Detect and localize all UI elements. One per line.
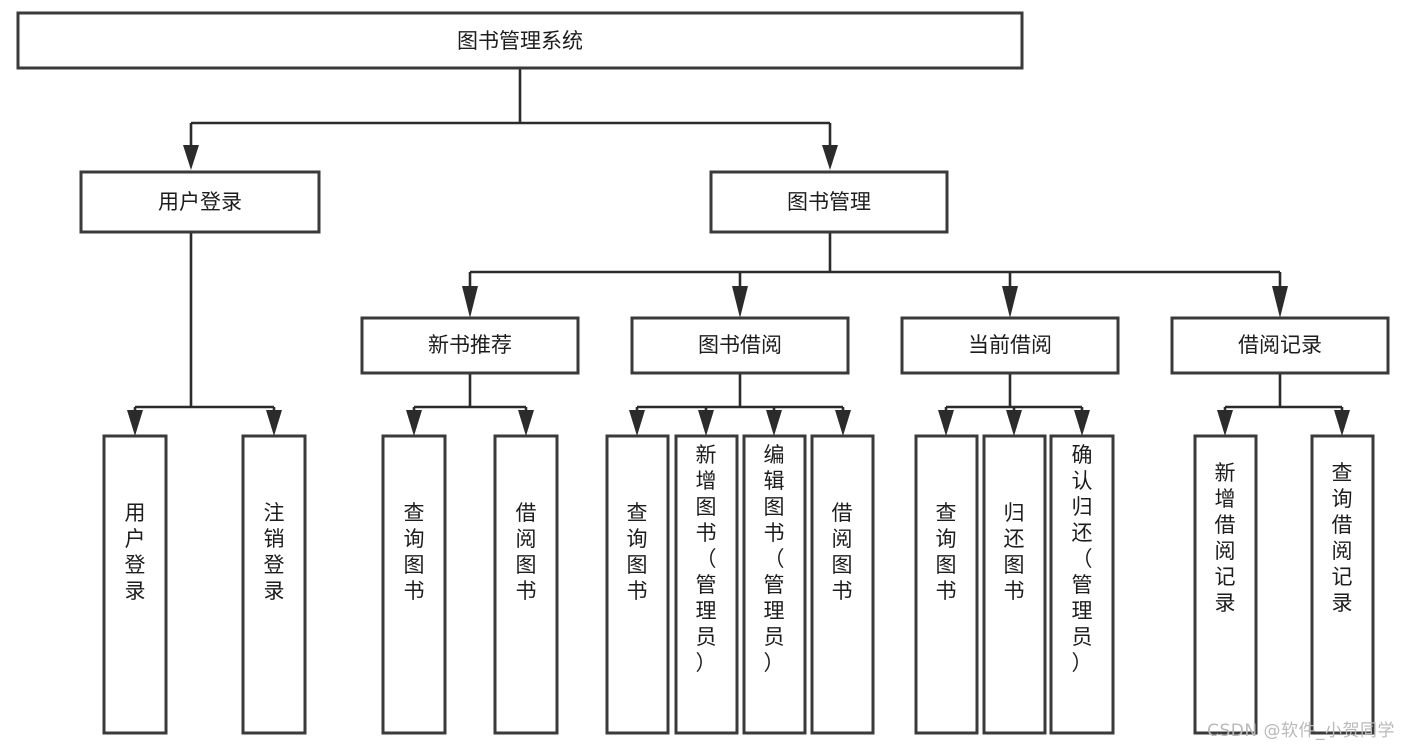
node-leaf-borrow-book-2-box[interactable] [810,434,875,735]
node-leaf-edit-book[interactable]: 编辑图书（管理员） [742,434,807,735]
node-leaf-query-book-3-box[interactable] [914,434,979,735]
node-leaf-query-book-1-label: 查询图书 [404,501,425,603]
connector-group-book-management [462,232,1288,318]
node-leaf-query-record-label: 查询借阅记录 [1332,461,1353,615]
arrow-head-borrow-record [1272,286,1288,318]
node-root-box[interactable] [16,11,1024,70]
node-borrow-record-label: 借阅记录 [1238,333,1322,357]
arrow-head-leaf-borrow-book-2 [835,410,851,436]
node-leaf-query-book-3[interactable]: 查询图书 [914,434,979,735]
connector-group-new-book-recommend [406,373,534,436]
node-leaf-borrow-book-1-label: 借阅图书 [516,501,537,603]
node-leaf-borrow-book-1-box[interactable] [493,434,559,735]
connector-group-root [183,68,838,170]
node-leaf-borrow-book-1[interactable]: 借阅图书 [493,434,559,735]
node-leaf-add-record-label: 新增借阅记录 [1215,461,1236,615]
arrow-head-book-borrow [732,286,748,318]
node-user-login-label: 用户登录 [158,190,242,214]
node-leaf-edit-book-box[interactable] [742,434,807,735]
arrow-head-leaf-query-book-1 [406,410,422,436]
arrow-head-current-borrow [1002,286,1018,318]
node-leaf-borrow-book-2[interactable]: 借阅图书 [810,434,875,735]
node-leaf-user-login-box[interactable] [102,434,168,735]
node-new-book-recommend-label: 新书推荐 [428,333,512,357]
node-leaf-confirm-return[interactable]: 确认归还（管理员） [1049,434,1115,735]
node-book-management[interactable]: 图书管理 [709,170,949,234]
node-leaf-user-login[interactable]: 用户登录 [102,434,168,735]
connector-group-borrow-record [1217,373,1350,436]
arrow-head-leaf-query-record [1334,410,1350,436]
node-leaf-borrow-book-2-label: 借阅图书 [832,501,853,603]
node-leaf-add-record-box[interactable] [1193,434,1258,735]
node-new-book-recommend[interactable]: 新书推荐 [360,316,580,375]
node-leaf-query-book-3-label: 查询图书 [936,501,957,603]
node-current-borrow-box[interactable] [900,316,1120,375]
node-leaf-add-book-label: 新增图书（管理员） [696,443,717,675]
connector-group-current-borrow [938,373,1090,436]
node-book-borrow-label: 图书借阅 [698,333,782,357]
node-leaf-return-book-label: 归还图书 [1004,501,1025,603]
node-leaf-query-book-1[interactable]: 查询图书 [381,434,447,735]
node-borrow-record[interactable]: 借阅记录 [1170,316,1390,375]
node-new-book-recommend-box[interactable] [360,316,580,375]
arrow-head-book-management [822,145,838,170]
node-leaf-logout-login[interactable]: 注销登录 [241,434,307,735]
csdn-watermark: CSDN @软件_小贺同学 [1207,721,1395,741]
arrow-head-user-login [183,145,199,170]
node-leaf-add-book-box[interactable] [674,434,739,735]
node-user-login-box[interactable] [79,170,321,234]
connector-group-user-login [127,232,282,436]
node-leaf-query-book-2-label: 查询图书 [627,501,648,603]
node-leaf-add-book[interactable]: 新增图书（管理员） [674,434,739,735]
node-leaf-add-record[interactable]: 新增借阅记录 [1193,434,1258,735]
node-leaf-logout-login-box[interactable] [241,434,307,735]
node-root[interactable]: 图书管理系统 [16,11,1024,70]
arrow-head-leaf-logout-login [266,410,282,436]
node-root-label: 图书管理系统 [457,29,583,53]
arrow-head-leaf-add-record [1217,410,1233,436]
arrow-head-leaf-query-book-2 [629,410,645,436]
node-current-borrow-label: 当前借阅 [968,333,1052,357]
arrow-head-leaf-return-book [1006,410,1022,436]
node-book-borrow[interactable]: 图书借阅 [630,316,850,375]
arrow-head-leaf-query-book-3 [938,410,954,436]
node-leaf-logout-login-label: 注销登录 [264,501,285,603]
node-leaf-query-record[interactable]: 查询借阅记录 [1310,434,1375,735]
arrow-head-new-book-recommend [462,286,478,318]
node-leaf-return-book[interactable]: 归还图书 [982,434,1047,735]
node-leaf-edit-book-label: 编辑图书（管理员） [764,443,785,675]
arrow-head-leaf-add-book [698,410,714,436]
node-leaf-query-book-1-box[interactable] [381,434,447,735]
arrow-head-leaf-borrow-book-1 [518,410,534,436]
arrow-head-leaf-user-login [127,410,143,436]
node-leaf-query-record-box[interactable] [1310,434,1375,735]
node-leaf-user-login-label: 用户登录 [125,501,146,603]
node-leaf-query-book-2-box[interactable] [605,434,670,735]
connector-group-book-borrow [629,373,851,436]
node-leaf-confirm-return-box[interactable] [1049,434,1115,735]
node-leaf-query-book-2[interactable]: 查询图书 [605,434,670,735]
node-user-login[interactable]: 用户登录 [79,170,321,234]
node-book-management-label: 图书管理 [787,190,871,214]
node-current-borrow[interactable]: 当前借阅 [900,316,1120,375]
arrow-head-leaf-edit-book [766,410,782,436]
arrow-head-leaf-confirm-return [1074,410,1090,436]
node-leaf-confirm-return-label: 确认归还（管理员） [1072,443,1093,675]
node-book-management-box[interactable] [709,170,949,234]
node-book-borrow-box[interactable] [630,316,850,375]
node-borrow-record-box[interactable] [1170,316,1390,375]
node-leaf-return-book-box[interactable] [982,434,1047,735]
